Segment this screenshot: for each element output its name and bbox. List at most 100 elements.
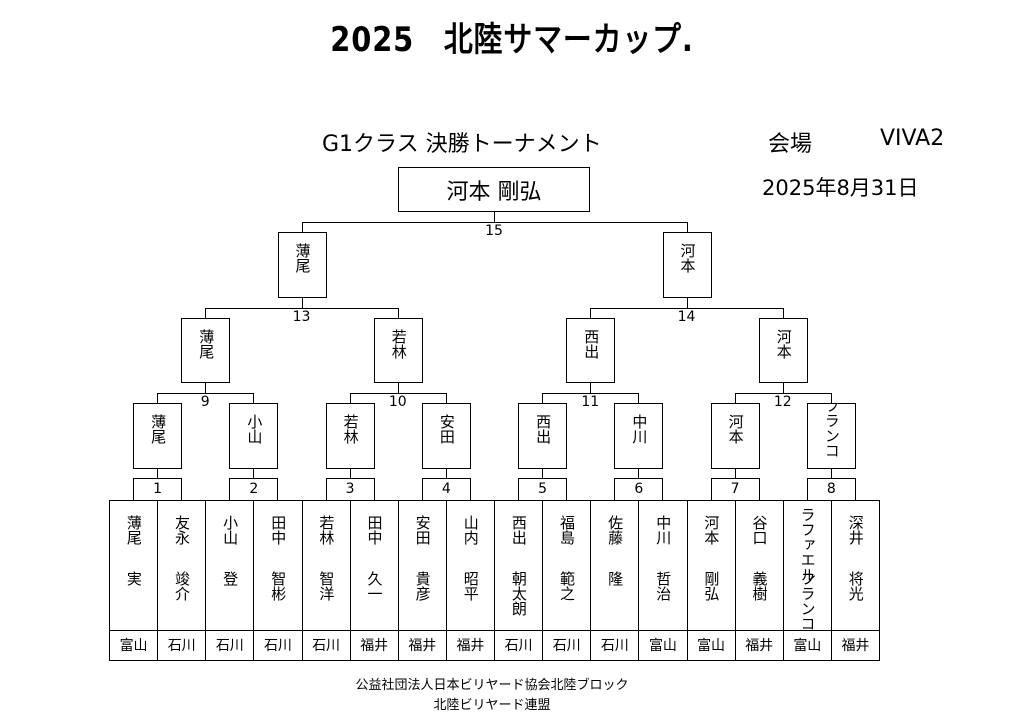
connector: [590, 308, 592, 318]
winner-box: 安田: [421, 403, 471, 469]
player-given-name: 範之: [557, 571, 576, 601]
connector: [782, 383, 784, 393]
match-number: 10: [388, 394, 407, 410]
winner-name: 中川: [630, 414, 649, 444]
player-surname: 河本: [702, 515, 721, 545]
player-given-name: 隆: [606, 571, 625, 586]
match-number: 14: [677, 309, 696, 325]
winner-box: 西出: [518, 403, 568, 469]
player-cell: 山内昭平: [445, 500, 495, 631]
player-given-name: 登: [221, 571, 240, 586]
player-surname: 小山: [221, 515, 240, 545]
player-given-name: 剛弘: [702, 571, 721, 601]
player-cell: 福島範之: [542, 500, 592, 631]
winner-box: 薄尾: [133, 403, 183, 469]
connector: [542, 469, 544, 478]
connector: [397, 308, 399, 318]
player-prefecture: 石川: [494, 630, 544, 661]
player-surname: 友永: [172, 515, 191, 545]
player-prefecture: 福井: [397, 630, 447, 661]
player-surname: 薄尾: [124, 515, 143, 545]
connector: [253, 469, 255, 478]
winner-box: 河本: [662, 232, 712, 298]
connector: [157, 469, 159, 478]
match-number: 11: [581, 394, 600, 410]
match-number-box: 6: [614, 478, 664, 501]
match-number-box: 4: [421, 478, 471, 501]
player-prefecture: 石川: [157, 630, 207, 661]
winner-name: 西出: [534, 414, 553, 444]
connector: [301, 222, 688, 223]
connector: [205, 383, 207, 393]
player-prefecture: 富山: [109, 630, 159, 661]
player-prefecture: 石川: [205, 630, 255, 661]
player-cell: 深井将光: [830, 500, 880, 631]
player-cell: 安田貴彦: [397, 500, 447, 631]
player-prefecture: 富山: [686, 630, 736, 661]
player-surname: 佐藤: [606, 515, 625, 545]
player-surname: 田中: [365, 515, 384, 545]
winner-name: 西出: [582, 329, 601, 359]
winner-name: 薄尾: [293, 243, 312, 273]
player-prefecture: 富山: [782, 630, 832, 661]
connector: [157, 393, 255, 394]
player-given-name: 義樹: [750, 571, 769, 601]
winner-name: 安田: [437, 414, 456, 444]
winner-name: 河本: [774, 329, 793, 359]
player-surname: 安田: [413, 515, 432, 545]
player-prefecture: 福井: [349, 630, 399, 661]
player-prefecture: 富山: [638, 630, 688, 661]
connector: [542, 393, 640, 394]
connector: [686, 222, 688, 232]
match-number-box: 2: [229, 478, 279, 501]
player-cell: 薄尾実: [109, 500, 159, 631]
winner-box: 西出: [566, 318, 616, 383]
connector: [830, 393, 832, 403]
winner-name: 小山: [245, 414, 264, 444]
player-cell: 小山登: [205, 500, 255, 631]
winner-box: 河本: [710, 403, 760, 469]
player-surname: ラファエル: [798, 507, 817, 582]
player-surname: 山内: [461, 515, 480, 545]
winner-name: 薄尾: [197, 329, 216, 359]
match-number-box: 8: [806, 478, 856, 501]
player-given-name: 智洋: [317, 571, 336, 601]
connector: [253, 393, 255, 403]
player-cell: ラファエルフランコ: [782, 500, 832, 631]
winner-name: 河本: [726, 414, 745, 444]
player-prefecture: 福井: [830, 630, 880, 661]
match-number: 13: [292, 309, 311, 325]
winner-name: 薄尾: [149, 414, 168, 444]
venue-value: VIVA2: [880, 126, 945, 151]
connector: [638, 393, 640, 403]
player-cell: 河本剛弘: [686, 500, 736, 631]
player-prefecture: 石川: [590, 630, 640, 661]
footer-organizer: 公益社団法人日本ビリヤード協会北陸ブロック: [355, 678, 629, 693]
match-number: 15: [485, 223, 503, 239]
player-prefecture: 石川: [253, 630, 303, 661]
player-given-name: フランコ: [798, 571, 817, 631]
player-given-name: 哲治: [654, 571, 673, 601]
connector: [445, 469, 447, 478]
winner-box: 薄尾: [181, 318, 231, 383]
player-cell: 中川哲治: [638, 500, 688, 631]
player-prefecture: 石川: [542, 630, 592, 661]
player-cell: 谷口義樹: [734, 500, 784, 631]
connector: [686, 298, 688, 308]
connector: [157, 393, 159, 403]
champion-box: 河本 剛弘: [398, 167, 590, 212]
player-surname: 西出: [509, 515, 528, 545]
connector: [494, 212, 495, 222]
player-cell: 友永竣介: [157, 500, 207, 631]
connector: [734, 393, 736, 403]
connector: [734, 469, 736, 478]
footer-federation: 北陸ビリヤード連盟: [433, 698, 551, 713]
connector: [301, 298, 303, 308]
winner-name: 河本: [678, 243, 697, 273]
player-given-name: 智彬: [269, 571, 288, 601]
player-surname: 谷口: [750, 515, 769, 545]
match-number-box: 5: [518, 478, 568, 501]
connector: [830, 469, 832, 478]
page-title: 2025 北陸サマーカップ.: [330, 20, 694, 60]
